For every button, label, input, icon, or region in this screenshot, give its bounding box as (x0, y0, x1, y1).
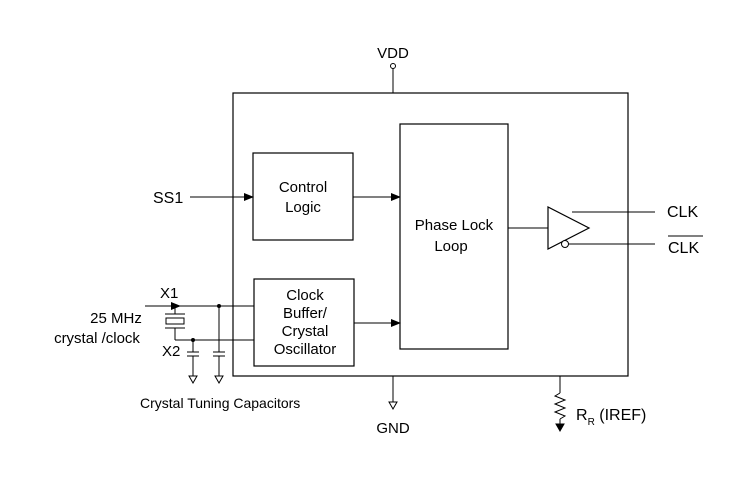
cap2-ground-icon (188, 375, 198, 385)
gnd-icon (388, 401, 398, 411)
vdd-label: VDD (377, 45, 409, 62)
crystal-body (165, 317, 185, 325)
crystal-label-2: crystal /clock (54, 330, 140, 347)
cap1-ground-icon (214, 375, 224, 385)
pll-label-2: Loop (434, 238, 467, 255)
osc-label-2: Buffer/ (283, 305, 328, 322)
rr-label: RR (IREF) (576, 407, 646, 428)
inverting-bubble (561, 240, 569, 248)
vdd-terminal (390, 63, 396, 69)
rr-resistor-icon (553, 392, 567, 420)
x2-label: X2 (162, 343, 180, 360)
control-logic-block (252, 152, 354, 241)
rr-subscript: R (588, 417, 595, 428)
pll-label-1: Phase Lock (415, 217, 494, 234)
control-logic-label-1: Control (279, 179, 327, 196)
rr-arrow-icon (555, 423, 565, 433)
output-buffer-symbol (547, 206, 591, 250)
tuning-caps-label: Crystal Tuning Capacitors (140, 395, 300, 411)
control-logic-label-2: Logic (285, 199, 321, 216)
x1-label: X1 (160, 285, 178, 302)
ss1-label: SS1 (153, 190, 183, 207)
osc-label-4: Oscillator (274, 341, 337, 358)
osc-label-3: Crystal (282, 323, 329, 340)
crystal-label-1: 25 MHz (90, 310, 142, 327)
rr-suffix: (IREF) (595, 407, 647, 424)
gnd-label: GND (376, 420, 410, 437)
osc-label-1: Clock (286, 287, 324, 304)
clk-bar-label: CLK (668, 240, 699, 257)
clk-label: CLK (667, 204, 698, 221)
oscillator-block (253, 278, 355, 367)
rr-main: R (576, 407, 588, 424)
pll-block (399, 123, 509, 350)
